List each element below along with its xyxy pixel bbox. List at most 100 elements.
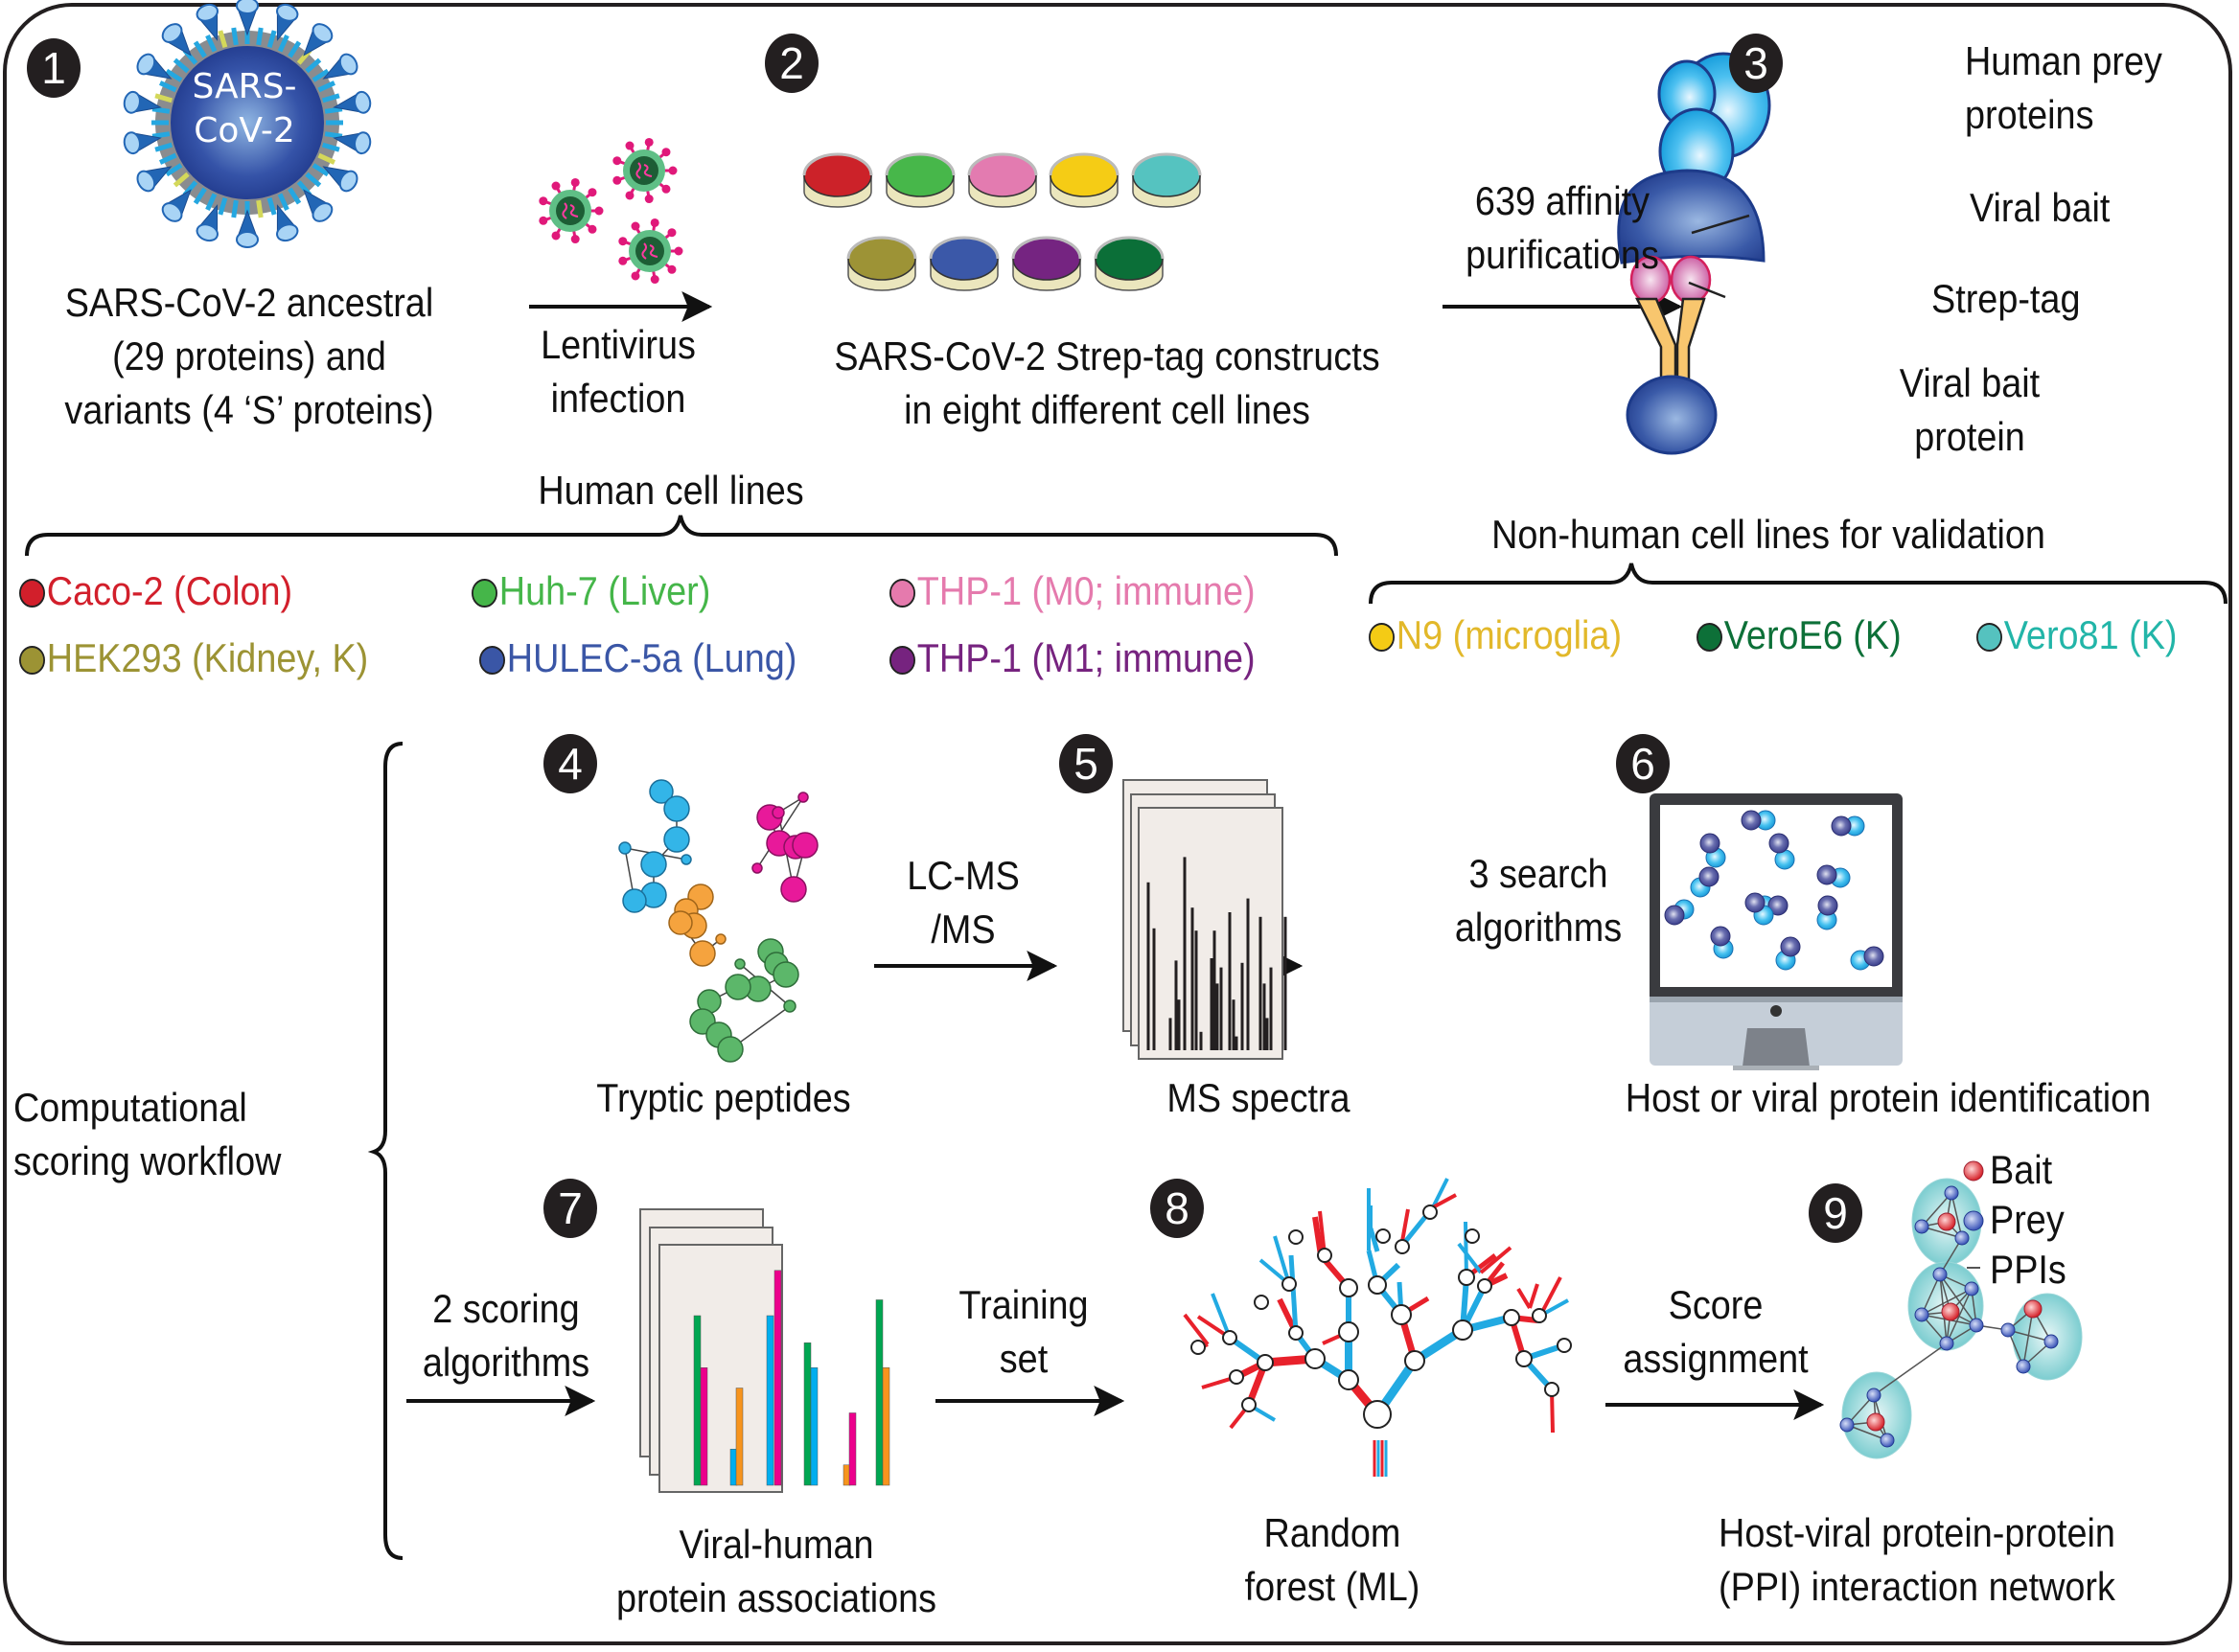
tree-node (1304, 1348, 1326, 1369)
step9-label: Host-viral protein-protein (PPI) interac… (1675, 1506, 2158, 1614)
lentivirus-spike-tip (668, 166, 678, 175)
tree-node (1404, 1350, 1425, 1371)
step8-line-1: Random (1263, 1510, 1401, 1555)
cell-line-color-dot-icon (1697, 623, 1722, 652)
virus-membrane-protein (151, 106, 171, 114)
spectrum-peak (1235, 1036, 1238, 1050)
lentivirus-spike-tip (551, 181, 561, 191)
nonhuman-cell-lines-title: Non-human cell lines for validation (1491, 512, 2045, 557)
amino-acid-bead (772, 806, 785, 819)
ppi-edge (1950, 1192, 1963, 1239)
cell-line-label: Vero81 (K) (2003, 612, 2178, 657)
spike-tip (161, 23, 183, 43)
tree-node (1338, 1369, 1359, 1390)
tree-branch (1516, 1287, 1532, 1310)
cell-line-label: HULEC-5a (Lung) (506, 635, 797, 680)
virus-membrane-protein (288, 187, 302, 205)
dish-rim (1094, 236, 1165, 260)
tree-node (1254, 1295, 1269, 1310)
spike-tip (136, 170, 156, 193)
virus-membrane-protein (231, 199, 239, 218)
virus-membrane-protein (154, 142, 173, 152)
association-bar (735, 1388, 744, 1486)
step2-line-2: in eight different cell lines (904, 387, 1310, 432)
tree-branch (1457, 1242, 1483, 1274)
lentivirus-rna (562, 202, 579, 219)
amino-acid-bead (663, 826, 690, 853)
bait-node (1941, 1302, 1960, 1321)
training-label: Training set (929, 1278, 1119, 1386)
spectrum-peak (1219, 967, 1223, 1050)
step8-line-2: forest (ML) (1244, 1564, 1420, 1609)
prey-node (2000, 1322, 2016, 1338)
spectrum-peak (1183, 857, 1187, 1050)
protein-dark-icon (1816, 864, 1837, 885)
tree-node (1375, 1228, 1391, 1244)
score-assignment-line-2: assignment (1623, 1336, 1809, 1381)
prey-node (1839, 1417, 1855, 1433)
spectrum-peak (1190, 907, 1194, 1050)
spectrum-peak (1228, 912, 1232, 1050)
step1-line-3: variants (4 ‘S’ proteins) (64, 387, 434, 432)
tree-node (1229, 1369, 1244, 1385)
spectrum-peak (1177, 999, 1181, 1050)
prey-node (1914, 1219, 1929, 1234)
prey-node (2043, 1334, 2059, 1349)
scoring-line-2: algorithms (422, 1340, 590, 1385)
score-assignment-line-1: Score (1668, 1282, 1764, 1327)
step4-label: Tryptic peptides (596, 1075, 851, 1120)
step-badge-4: 4 (543, 734, 597, 793)
strep-tag-label: Strep-tag (1931, 276, 2081, 321)
step1-line-2: (29 proteins) and (112, 333, 386, 379)
spike-tip (123, 131, 141, 155)
tree-branch (1538, 1276, 1562, 1317)
prey-node (1914, 1307, 1929, 1322)
tree-branch (1312, 1216, 1324, 1256)
tree-node (1465, 1228, 1480, 1244)
virus-membrane-protein (305, 172, 322, 188)
ppi-network-icon (1839, 1178, 2083, 1459)
virus-membrane-protein (165, 68, 183, 82)
amino-acid-bead (780, 876, 807, 903)
nonhuman-cell-line-item: N9 (microglia) (1369, 611, 1622, 659)
affinity-line-1: 639 affinity (1474, 178, 1650, 223)
virus-membrane-protein (317, 80, 336, 93)
viral-bait-protein-icon (1626, 375, 1718, 455)
virus-core (171, 46, 324, 199)
amino-acid-bead (792, 832, 819, 859)
amino-acid-bead (681, 854, 692, 865)
virus-membrane-protein (158, 80, 177, 93)
lentivirus-spike-tip (588, 188, 597, 197)
lentivirus-core (630, 156, 658, 185)
amino-acid-bead (717, 1036, 744, 1063)
ppi-edge (1873, 1342, 1948, 1396)
lentivirus-spike-tip (661, 184, 671, 194)
step-badge-2: 2 (765, 34, 819, 93)
tree-node (1368, 1275, 1387, 1295)
dish-rim (1049, 152, 1120, 176)
step-badge-7: 7 (543, 1179, 597, 1238)
spectrum-peak (1258, 916, 1262, 1050)
tree-node (1544, 1382, 1559, 1397)
step6-label: Host or viral protein identification (1625, 1075, 2152, 1120)
lentivirus-label: Lentivirus infection (532, 318, 704, 425)
dish-rim (1131, 152, 1202, 176)
virus-label-line-1: SARS- (192, 67, 297, 106)
spectrum-peak (1210, 958, 1213, 1050)
tree-node (1452, 1319, 1473, 1341)
tree-node (1532, 1308, 1547, 1323)
protein-dark-icon (1710, 926, 1731, 947)
amino-acid-bead (725, 974, 751, 1000)
amino-acid-bead (618, 841, 632, 855)
scoring-label: 2 scoring algorithms (403, 1282, 610, 1389)
virus-membrane-protein (266, 196, 277, 216)
cell-line-color-dot-icon (19, 646, 45, 675)
virus-membrane-protein (193, 40, 207, 58)
lentivirus-spike-tip (667, 264, 677, 274)
human-cell-line-item: Huh-7 (Liver) (472, 567, 710, 615)
lentivirus-core (556, 196, 585, 225)
spectrum-peak (1152, 928, 1156, 1050)
virus-membrane-protein (321, 142, 340, 152)
training-line-2: set (999, 1336, 1049, 1381)
association-bar (848, 1412, 857, 1486)
